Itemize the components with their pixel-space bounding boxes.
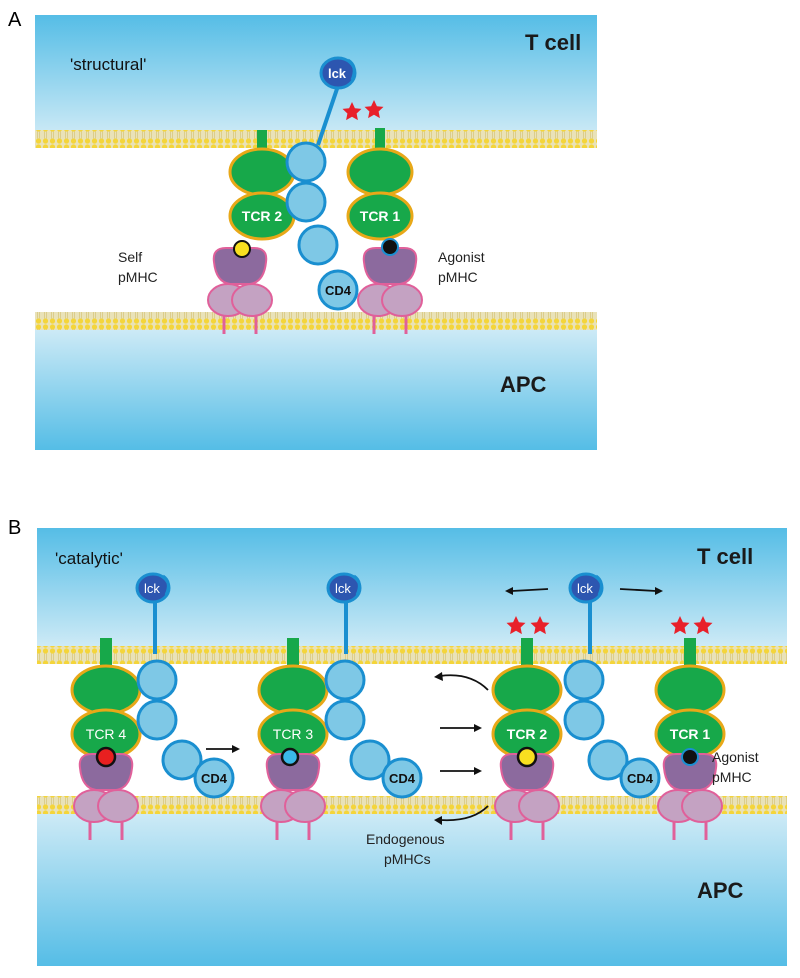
panel-b-cd4-1-label: CD4 — [201, 771, 228, 786]
panel-b-tcr-2-label: TCR 2 — [507, 726, 548, 742]
panel-b-tcr-3-label: TCR 3 — [273, 726, 314, 742]
panel-b-arrow-right-2 — [440, 724, 482, 732]
panel-b-cd4-3-label: CD4 — [627, 771, 654, 786]
panel-a-lck-tether — [316, 79, 342, 146]
panel-b-arrow-right-top — [619, 587, 663, 595]
panel-b-endogenous-label-2: pMHCs — [384, 851, 431, 867]
panel-b-apc-region — [37, 814, 787, 966]
panel-a-mode-label: 'structural' — [70, 55, 146, 74]
panel-a-tcr-2-label: TCR 2 — [242, 208, 283, 224]
panel-a-apc-label: APC — [500, 372, 547, 397]
panel-b-lck-2-label: lck — [335, 581, 351, 596]
panel-a-letter: A — [8, 9, 22, 31]
panel-a-agonist-peptide — [381, 238, 399, 256]
panel-b-peptide-3 — [280, 747, 300, 767]
panel-b-peptide-1 — [681, 748, 699, 766]
panel-b-tcr-4-label: TCR 4 — [86, 726, 127, 742]
panel-a-apc-membrane — [35, 312, 597, 330]
panel-b-agonist-label-1: Agonist — [712, 749, 759, 765]
panel-a-tcr-1 — [346, 128, 414, 241]
panel-b-arrow-curved-top — [434, 672, 489, 691]
panel-b-letter: B — [8, 517, 21, 539]
panel-b-lck-3-label: lck — [577, 581, 593, 596]
panel-b-cd4-3 — [563, 659, 661, 799]
panel-b-lck-2 — [326, 572, 362, 604]
panel-b-cd4-2-label: CD4 — [389, 771, 416, 786]
panel-a-self-label-1: Self — [118, 249, 142, 265]
panel-a-self-label-2: pMHC — [118, 269, 158, 285]
panel-b-tcell-label: T cell — [697, 544, 753, 569]
panel-b-lck-1 — [135, 572, 171, 604]
panel-b-apc-label: APC — [697, 878, 744, 903]
panel-b-tcr-1-label: TCR 1 — [670, 726, 711, 742]
panel-b-tcell-membrane — [37, 646, 787, 664]
panel-b-arrow-right-1 — [206, 745, 240, 753]
panel-a-cd4 — [285, 141, 359, 311]
panel-a-lck-label: lck — [328, 66, 347, 81]
panel-a-agonist-label-2: pMHC — [438, 269, 478, 285]
panel-b-apc-membrane — [37, 796, 787, 814]
panel-b-endogenous-label-1: Endogenous — [366, 831, 445, 847]
panel-b-arrow-left-top — [505, 587, 549, 595]
panel-a-cd4-label: CD4 — [325, 283, 352, 298]
panel-a-tcell-label: T cell — [525, 30, 581, 55]
panel-b-arrow-curved-bottom — [434, 805, 489, 825]
panel-a-agonist-label-1: Agonist — [438, 249, 485, 265]
panel-b-peptide-4 — [95, 746, 117, 768]
panel-a: A 'structural' T cell APC TCR 2 TCR 1 — [8, 9, 597, 450]
panel-b-cd4-1 — [136, 659, 235, 799]
panel-b-lck-1-label: lck — [144, 581, 160, 596]
panel-b-arrow-right-3 — [440, 767, 482, 775]
panel-b-agonist-label-2: pMHC — [712, 769, 752, 785]
panel-b-mode-label: 'catalytic' — [55, 549, 123, 568]
panel-b-cd4-2 — [324, 659, 423, 799]
panel-b-lck-3 — [568, 572, 604, 604]
panel-b: B 'catalytic' T cell APC TCR 4 lck CD4 — [8, 517, 787, 966]
panel-a-tcr-1-label: TCR 1 — [360, 208, 401, 224]
panel-b-peptide-2 — [516, 746, 538, 768]
panel-a-apc-region — [35, 330, 597, 450]
panel-a-tcell-region — [35, 15, 597, 136]
panel-a-tcell-membrane — [35, 130, 597, 148]
panel-a-lck — [319, 56, 357, 90]
panel-a-self-peptide — [233, 240, 251, 258]
